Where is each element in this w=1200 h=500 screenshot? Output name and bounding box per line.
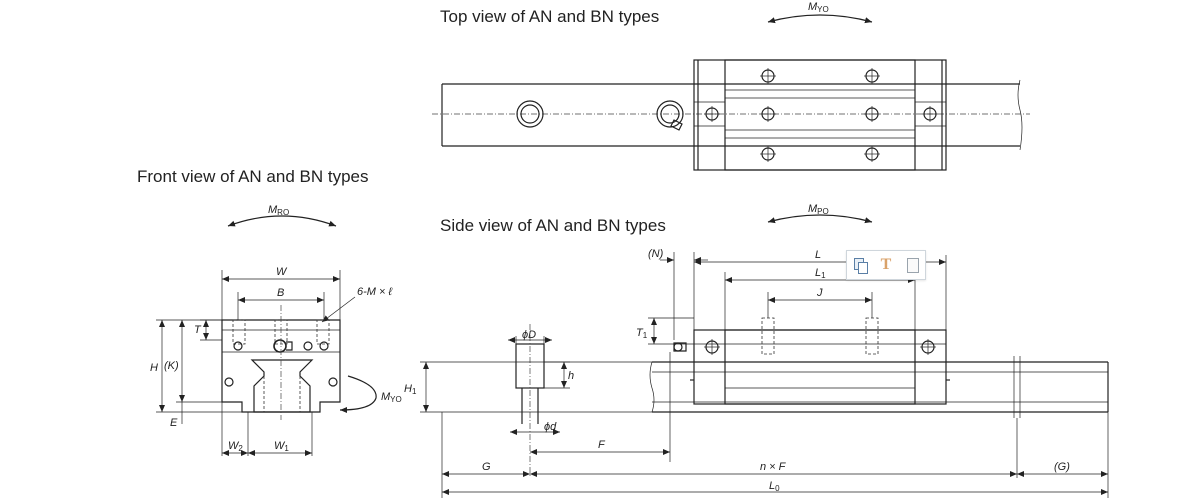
dim-W: W [276, 266, 288, 278]
dim-phid: ϕd [544, 421, 557, 433]
myo-top-label: MYO [808, 1, 829, 14]
side-view: MPO (N) [404, 203, 1109, 498]
dim-E: E [170, 417, 178, 429]
dim-T: T [194, 324, 202, 336]
myo-front-label: MYO [381, 391, 402, 404]
dim-h: h [568, 370, 574, 382]
dim-G-paren: (G) [1054, 461, 1070, 473]
dim-L1: L1 [815, 267, 826, 280]
dim-F: F [598, 439, 606, 451]
dim-L: L [815, 249, 821, 261]
front-view: MRO W B 6-M × ℓ [150, 204, 402, 456]
dim-T1: T1 [636, 327, 648, 340]
side-view-title: Side view of AN and BN types [440, 216, 666, 235]
copy-icon[interactable] [852, 257, 868, 274]
mro-label: MRO [268, 204, 289, 217]
page-icon[interactable] [904, 257, 920, 273]
top-view-title: Top view of AN and BN types [440, 7, 659, 26]
dim-G: G [482, 461, 491, 473]
dim-K: (K) [164, 360, 179, 372]
dim-L0: L0 [769, 480, 780, 493]
text-icon[interactable]: T [880, 256, 892, 273]
dim-H: H [150, 362, 158, 374]
top-view: MYO [432, 1, 1030, 171]
dim-W2: W2 [228, 440, 243, 453]
dim-B: B [277, 287, 284, 299]
dim-H1: H1 [404, 383, 417, 396]
floating-toolbar: T [846, 250, 926, 280]
front-view-title: Front view of AN and BN types [137, 167, 369, 186]
dim-bolts: 6-M × ℓ [357, 286, 392, 298]
dim-W1: W1 [274, 440, 289, 453]
dim-nF: n × F [760, 461, 787, 473]
dim-J: J [816, 287, 823, 299]
mpo-label: MPO [808, 203, 829, 216]
dim-N: (N) [648, 248, 664, 260]
dim-phiD: ϕD [522, 329, 536, 341]
